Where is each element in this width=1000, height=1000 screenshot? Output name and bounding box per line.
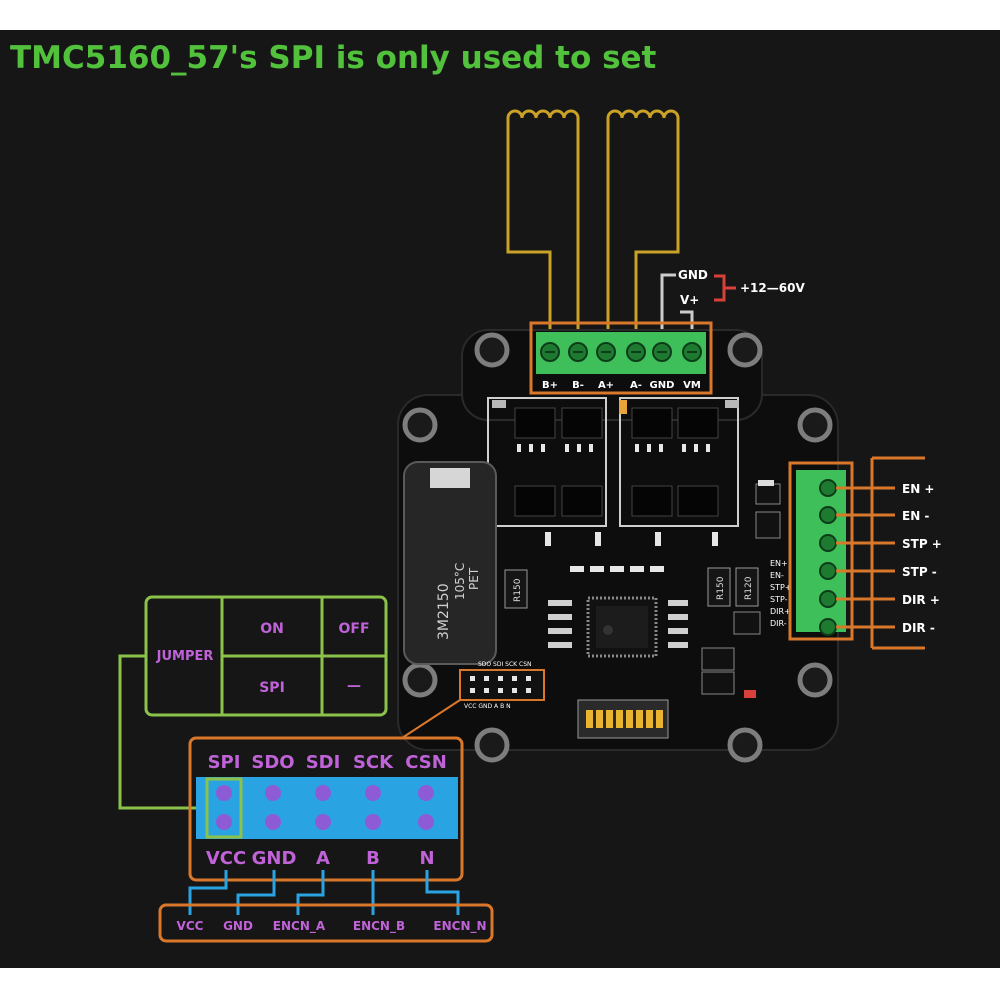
mosfet-array <box>487 397 739 572</box>
terminal-label-vm: VM <box>683 380 701 391</box>
power-vplus-label: V+ <box>680 293 699 307</box>
encoder-output-gnd: GND <box>223 919 253 933</box>
jumper-label: JUMPER <box>156 649 214 664</box>
board-header-silk-top: SDO SDI SCK CSN <box>478 661 532 668</box>
jumper-spi-label: SPI <box>259 680 285 696</box>
board-silk-en-minus: EN- <box>770 571 784 580</box>
encoder-output-encn-a: ENCN_A <box>273 919 326 934</box>
board-silk-en-plus: EN+ <box>770 559 788 568</box>
header-bottom-label-vcc: VCC <box>206 848 246 869</box>
encoder-output-vcc: VCC <box>177 919 204 933</box>
capacitor: 3M2150 105°C PET <box>403 461 497 665</box>
encoder-output-frame <box>158 903 494 943</box>
signal-label-en-minus: EN - <box>902 509 929 523</box>
control-terminal-block <box>796 470 846 636</box>
board-silk-dir-plus: DIR+ <box>770 607 791 616</box>
jumper-dash-label: — <box>347 678 361 694</box>
power-gnd-label: GND <box>678 268 708 282</box>
encoder-output-encn-n: ENCN_N <box>433 919 486 934</box>
header-expanded-frame <box>188 736 464 882</box>
jumper-cap-highlight <box>205 777 243 839</box>
signal-label-dir-plus: DIR + <box>902 593 940 607</box>
header-top-label-csn: CSN <box>405 752 447 773</box>
resistor-label-3: R120 <box>744 576 754 600</box>
board-silk-stp-plus: STP+ <box>770 583 792 592</box>
header-top-label-sdi: SDI <box>306 752 341 773</box>
capacitor-text-temp: 105°C <box>453 563 467 600</box>
header-bottom-label-a: A <box>316 848 330 869</box>
control-wires <box>836 456 925 650</box>
motor-coil-right <box>606 109 680 345</box>
header-callout-line <box>401 699 461 739</box>
capacitor-text-model: 3M2150 <box>436 583 452 640</box>
resistors: R150 R150 R120 <box>504 567 759 609</box>
header-top-label-sdo: SDO <box>251 752 294 773</box>
signal-label-stp-minus: STP - <box>902 565 937 579</box>
dip-switch <box>577 699 669 739</box>
header-top-label-sck: SCK <box>353 752 394 773</box>
control-terminal-frame <box>788 461 854 641</box>
header-top-label-spi: SPI <box>208 752 241 773</box>
header-bottom-label-n: N <box>419 848 434 869</box>
board-pin-header <box>459 669 545 701</box>
resistor-label-2: R150 <box>716 576 726 600</box>
power-range-label: +12—60V <box>740 281 805 295</box>
header-pins <box>216 785 434 830</box>
header-bottom-label-gnd: GND <box>252 848 297 869</box>
jumper-link-line <box>118 654 207 810</box>
terminal-label-a-plus: A+ <box>598 380 614 391</box>
page-title: TMC5160_57's SPI is only used to set <box>10 40 657 76</box>
header-bottom-label-b: B <box>366 848 380 869</box>
terminal-label-b-minus: B- <box>572 380 584 391</box>
jumper-off-label: OFF <box>338 621 369 637</box>
resistor-label-1: R150 <box>513 578 523 602</box>
terminal-label-b-plus: B+ <box>542 380 558 391</box>
board-header-silk-bottom: VCC GND A B N <box>464 703 511 710</box>
motor-terminal-block <box>536 332 706 374</box>
terminal-label-gnd: GND <box>650 380 675 391</box>
signal-label-stp-plus: STP + <box>902 537 942 551</box>
terminal-label-a-minus: A- <box>630 380 642 391</box>
main-chip <box>548 480 781 698</box>
board-silk-dir-minus: DIR- <box>770 619 787 628</box>
capacitor-text-material: PET <box>467 567 481 590</box>
signal-label-en-plus: EN + <box>902 482 934 496</box>
motor-coil-left <box>506 109 580 345</box>
jumper-on-label: ON <box>260 621 284 637</box>
signal-label-dir-minus: DIR - <box>902 621 935 635</box>
encoder-wires <box>188 870 460 915</box>
board-silk-stp-minus: STP- <box>770 595 788 604</box>
encoder-output-encn-b: ENCN_B <box>353 919 405 934</box>
motor-terminal-frame <box>529 321 713 395</box>
